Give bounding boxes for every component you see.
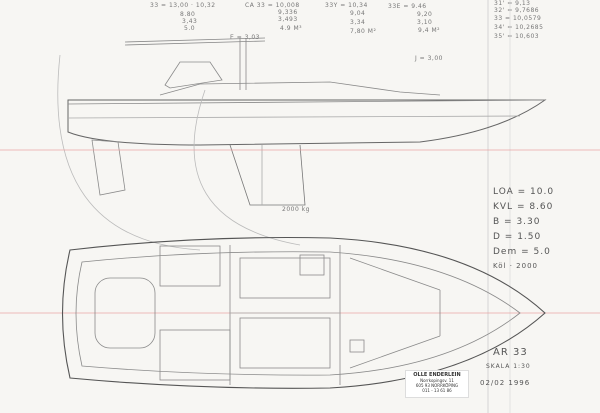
note: 3,34 [350,19,366,26]
note: 33 = 10,0579 [494,15,542,22]
note: 4.9 M³ [280,25,303,32]
spec-row: B = 3.30 [493,217,541,227]
note: 35' = 10,603 [494,33,540,40]
spec-row: KVL = 8.60 [493,202,554,212]
note: 33Y = 10,34 [325,2,368,9]
date-label: 02/02 1996 [480,379,531,387]
scale-label: SKALA 1:30 [486,363,531,370]
note: 33 = 13,00 · 10,32 [150,2,216,9]
boom [124,37,266,43]
note: 5.0 [184,25,196,32]
note: 3,10 [417,19,433,26]
spec-row: Köl · 2000 [493,262,538,270]
mast-note: E = 3,03 [230,34,260,41]
note: 9,20 [417,11,433,18]
note: 8.80 [180,11,196,18]
note: 9,4 M² [418,27,441,34]
designer-stamp: OLLE ENDERLEIN Norrkopingsv. 11 605 93 N… [405,370,469,398]
note: 3,43 [182,18,198,25]
note: 9,04 [350,10,366,17]
note: 31' = 9,13 [494,0,531,7]
note: 33E = 9.46 [388,3,427,10]
spec-row: Dem = 5.0 [493,247,551,257]
spec-row: LOA = 10.0 [493,187,555,197]
note: 34' = 10,2685 [494,24,544,31]
logo: AR [493,347,509,358]
note: 3,493 [278,16,298,23]
keel-weight-note: 2000 kg [282,206,310,213]
note: 7,80 M² [350,28,377,35]
note: 9,336 [278,9,298,16]
title-block: AR 33 [493,347,528,358]
note: CA 33 = 10,008 [245,2,300,9]
note: 32' = 9,7686 [494,7,540,14]
j-note: J = 3,00 [415,55,443,62]
hull-plan [61,236,546,389]
spec-row: D = 1.50 [493,232,542,242]
